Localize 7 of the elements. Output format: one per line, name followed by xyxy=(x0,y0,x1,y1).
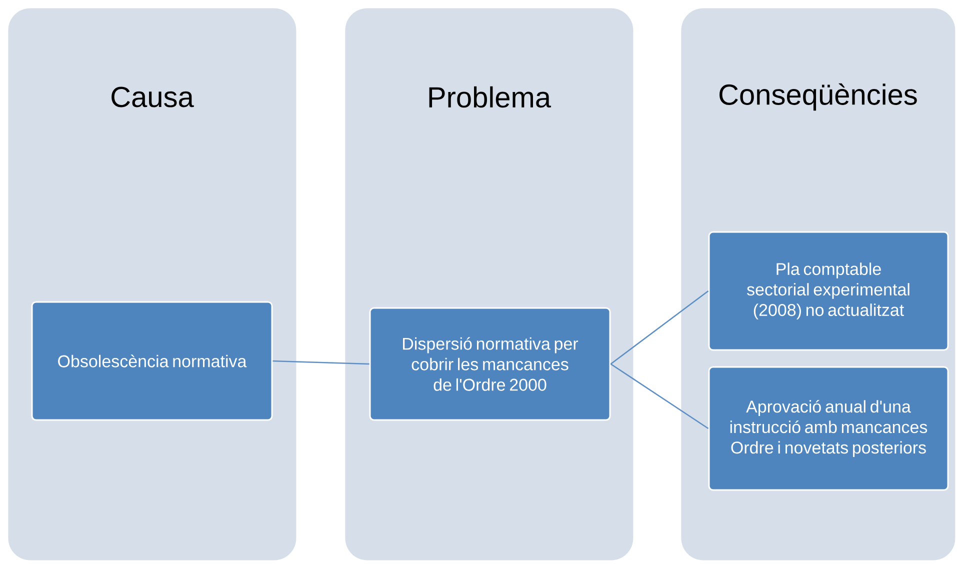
connector-line xyxy=(610,290,709,365)
process-box: Obsolescència normativa xyxy=(31,301,273,421)
process-box: Aprovació anual d'una instrucció amb mancances Ordre i novetats posteriors xyxy=(708,366,949,491)
process-box: Pla comptable sectorial experimental (2008) no actualitzat xyxy=(708,231,949,351)
connector-line xyxy=(610,363,709,430)
connector-line xyxy=(272,360,370,365)
process-box: Dispersió normativa per cobrir les mancances de l'Ordre 2000 xyxy=(369,307,611,421)
